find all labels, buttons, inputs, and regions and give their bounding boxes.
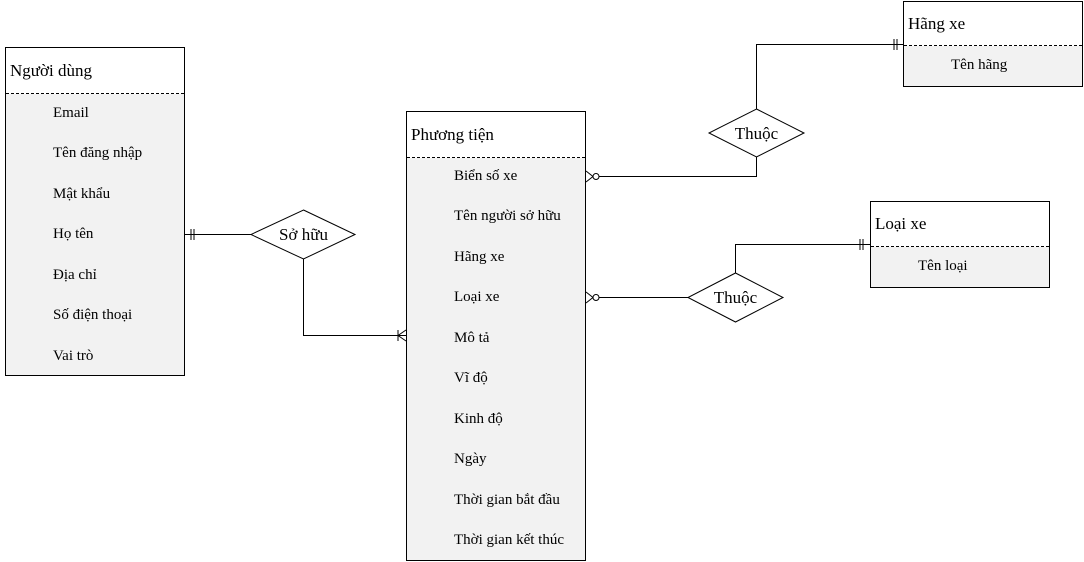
entity-nguoi-dung: Người dùng Email Tên đăng nhập Mật khẩu …	[5, 47, 185, 376]
connector-thuoc-loaixe	[735, 244, 870, 273]
relationship-label-thuoc-loai: Thuộc	[714, 288, 758, 307]
attribute: Ngày	[454, 451, 487, 467]
attribute: Vai trò	[53, 348, 94, 364]
zero-or-many-marker-phuongtien-hang	[585, 170, 600, 183]
attribute: Địa chỉ	[53, 267, 97, 283]
entity-name: Loại xe	[875, 214, 927, 233]
attribute: Hãng xe	[454, 249, 505, 265]
entity-title-nguoi-dung: Người dùng	[6, 48, 184, 94]
zero-or-many-marker-phuongtien-loai	[585, 291, 600, 304]
attribute: Tên loại	[918, 258, 968, 274]
connector-sohuu-phuongtien	[303, 259, 406, 336]
entity-title-hang-xe: Hãng xe	[904, 2, 1082, 46]
relationship-diamond-thuoc-hang	[707, 108, 806, 158]
one-and-only-one-marker-hangxe	[893, 39, 898, 50]
attribute: Tên người sở hữu	[454, 208, 561, 224]
attribute: Loại xe	[454, 289, 500, 305]
entity-title-loai-xe: Loại xe	[871, 202, 1049, 247]
one-or-many-marker-phuongtien	[397, 329, 407, 342]
attribute: Mật khẩu	[53, 186, 111, 202]
entity-title-phuong-tien: Phương tiện	[407, 112, 585, 158]
attribute: Mô tả	[454, 330, 490, 346]
connector-phuongtien-thuoc-hang	[597, 157, 757, 177]
attribute: Thời gian kết thúc	[454, 532, 564, 548]
relationship-label-sohuu: Sở hữu	[279, 225, 328, 244]
attribute: Vĩ độ	[454, 370, 488, 386]
relationship-diamond-thuoc-loai	[686, 272, 785, 323]
relationship-diamond-sohuu	[249, 209, 357, 260]
one-and-only-one-marker-loaixe	[859, 239, 864, 250]
entity-hang-xe: Hãng xe Tên hãng	[903, 1, 1083, 87]
entity-phuong-tien: Phương tiện Biển số xe Tên người sở hữu …	[406, 111, 586, 561]
attribute: Biển số xe	[454, 168, 518, 184]
attribute: Tên đăng nhập	[53, 145, 143, 161]
attribute: Email	[53, 105, 89, 121]
relationship-label-thuoc-hang: Thuộc	[735, 124, 779, 143]
entity-loai-xe: Loại xe Tên loại	[870, 201, 1050, 288]
entity-name: Phương tiện	[411, 124, 494, 144]
one-and-only-one-marker-nguoidung	[190, 229, 195, 240]
connector-thuoc-hangxe	[756, 44, 903, 109]
attribute: Họ tên	[53, 226, 94, 242]
attribute: Số điện thoại	[53, 307, 133, 323]
attribute: Tên hãng	[951, 57, 1008, 73]
entity-name: Người dùng	[10, 60, 92, 80]
attribute: Kinh độ	[454, 411, 503, 427]
attribute: Thời gian bắt đầu	[454, 492, 560, 508]
entity-name: Hãng xe	[908, 13, 966, 33]
